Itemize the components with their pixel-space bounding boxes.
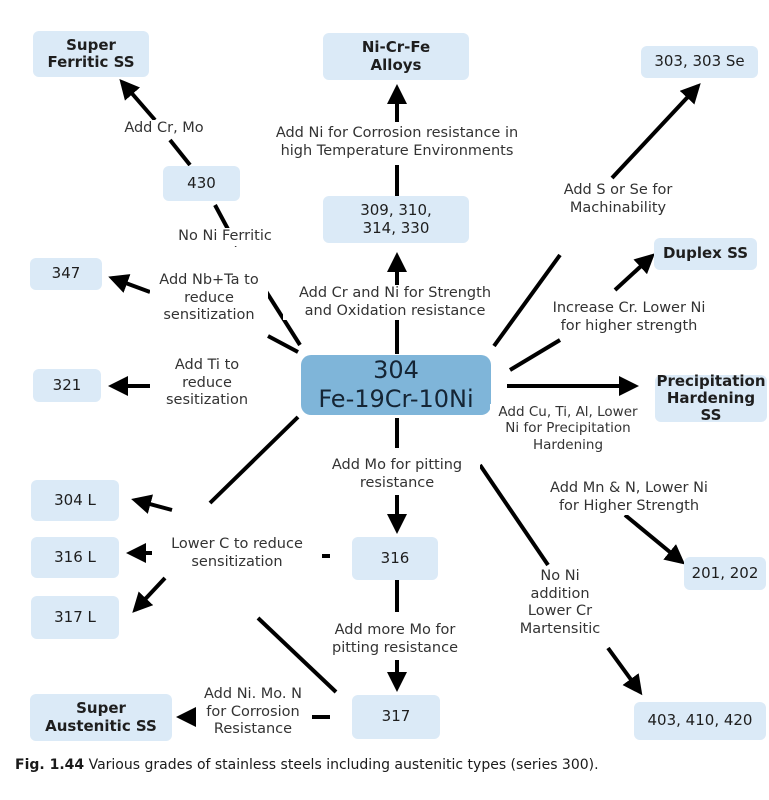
label-no-ni-martensitic: No Ni addition Lower Cr Martensitic bbox=[512, 568, 608, 639]
box-precipitation-hardening-ss: Precipitation Hardening SS bbox=[655, 371, 767, 425]
box-ni-cr-fe-alloys: Ni-Cr-Fe Alloys bbox=[323, 33, 469, 80]
box-303: 303, 303 Se bbox=[641, 46, 758, 78]
label-add-ni-corrosion: Add Ni for Corrosion resistance in high … bbox=[250, 125, 544, 161]
figure-caption-text: Various grades of stainless steels inclu… bbox=[88, 757, 599, 773]
line-to-347-seg bbox=[267, 334, 299, 354]
label-add-cu-ti-al: Add Cu, Ti, Al, Lower Ni for Precipitati… bbox=[490, 404, 646, 454]
label-add-mo-pitting: Add Mo for pitting resistance bbox=[314, 457, 480, 493]
label-add-ti: Add Ti to reduce sesitization bbox=[158, 357, 256, 411]
figure-caption: Fig. 1.44 Various grades of stainless st… bbox=[15, 757, 599, 773]
box-430: 430 bbox=[163, 166, 240, 201]
center-box-304: 304 Fe-19Cr-10Ni bbox=[301, 355, 491, 415]
arrow-to-duplex bbox=[613, 253, 655, 292]
line-to-430-lower bbox=[260, 283, 302, 347]
label-add-ni-mo-n: Add Ni. Mo. N for Corrosion Resistance bbox=[196, 686, 310, 740]
line-to-403-upper bbox=[478, 463, 550, 567]
box-309-310-314-330: 309, 310, 314, 330 bbox=[323, 196, 469, 243]
box-317: 317 bbox=[352, 695, 440, 739]
box-316: 316 bbox=[352, 537, 438, 580]
line-430-up bbox=[168, 138, 192, 167]
line-to-317-diagonal bbox=[256, 616, 338, 694]
box-403-410-420: 403, 410, 420 bbox=[634, 702, 766, 740]
label-increase-cr: Increase Cr. Lower Ni for higher strengt… bbox=[540, 300, 718, 336]
label-add-more-mo: Add more Mo for pitting resistance bbox=[318, 622, 472, 658]
box-super-ferritic: Super Ferritic SS bbox=[33, 31, 149, 77]
box-duplex-ss: Duplex SS bbox=[654, 238, 757, 270]
arrow-to-403 bbox=[606, 646, 643, 696]
arrow-to-304l bbox=[131, 494, 173, 514]
box-super-austenitic-ss: Super Austenitic SS bbox=[30, 694, 172, 741]
box-347: 347 bbox=[30, 258, 102, 290]
line-to-duplex-lower bbox=[508, 338, 562, 372]
box-304l: 304 L bbox=[31, 480, 119, 521]
box-321: 321 bbox=[33, 369, 101, 402]
line-to-303-lower bbox=[492, 253, 562, 348]
line-to-lower-c bbox=[208, 415, 300, 505]
center-grade: 304 bbox=[373, 356, 419, 385]
label-add-s-se: Add S or Se for Machinability bbox=[552, 182, 684, 218]
arrow-to-303 bbox=[610, 83, 701, 180]
label-no-ni-ferritic: No Ni Ferritic bbox=[165, 228, 285, 246]
label-add-mn-n: Add Mn & N, Lower Ni for Higher Strength bbox=[536, 480, 722, 516]
arrow-to-super-ferritic bbox=[119, 78, 157, 122]
arrow-to-201 bbox=[623, 513, 686, 565]
label-add-nb-ta: Add Nb+Ta to reduce sensitization bbox=[150, 272, 268, 326]
box-316l: 316 L bbox=[31, 537, 119, 578]
label-add-cr-mo: Add Cr, Mo bbox=[118, 120, 210, 138]
label-lower-c: Lower C to reduce sensitization bbox=[152, 536, 322, 572]
arrow-to-317l bbox=[132, 576, 167, 613]
figure-label: Fig. 1.44 bbox=[15, 757, 85, 773]
box-201-202: 201, 202 bbox=[684, 557, 766, 590]
center-composition: Fe-19Cr-10Ni bbox=[318, 385, 474, 413]
arrow-to-347 bbox=[108, 274, 151, 294]
label-add-cr-ni-strength: Add Cr and Ni for Strength and Oxidation… bbox=[283, 285, 507, 321]
box-317l: 317 L bbox=[31, 596, 119, 639]
